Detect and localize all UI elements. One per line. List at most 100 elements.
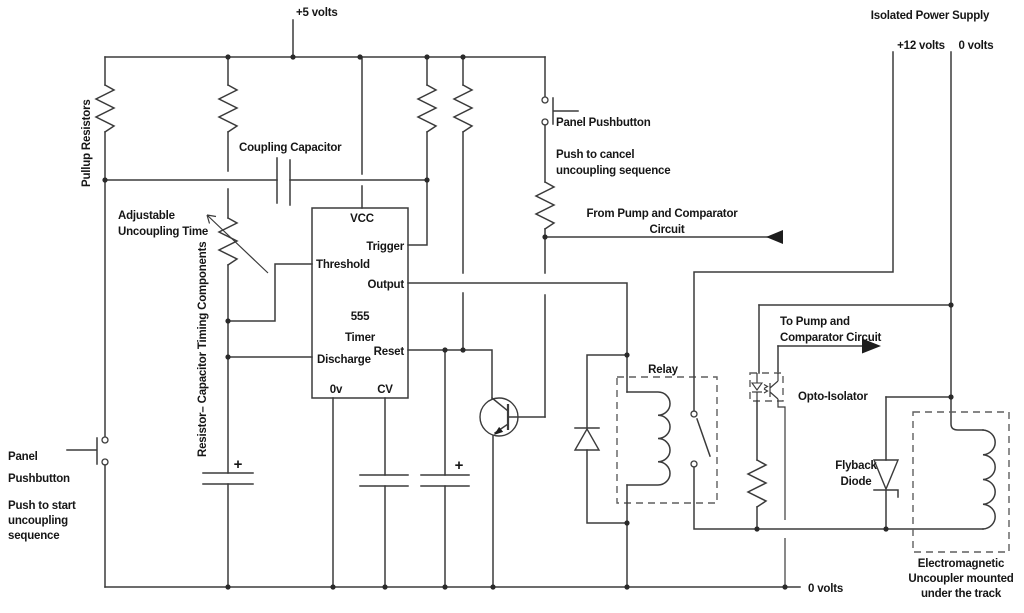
relay-armature	[696, 418, 711, 457]
label-panel-pushbutton-cancel: Panel Pushbutton	[556, 117, 651, 129]
uncoupler-flyback-diode	[872, 396, 900, 530]
plus5v-feed	[104, 19, 546, 58]
trigger-bus	[104, 157, 428, 206]
label-12v: +12 volts	[897, 40, 945, 52]
label-uncoupler-3: under the track	[921, 588, 1002, 600]
opto-light-arrows-icon	[763, 383, 769, 394]
opto-phototransistor-icon	[769, 373, 779, 400]
pushbutton-cancel-contact-top	[541, 96, 549, 104]
label-start-1: Push to start	[8, 500, 76, 512]
opto-led-icon	[750, 382, 764, 391]
pin-discharge-label: Discharge	[317, 354, 371, 366]
uncoupler-outline	[912, 411, 1010, 553]
label-cancel-2: uncoupling sequence	[556, 165, 670, 177]
label-start-3: sequence	[8, 530, 59, 542]
pin-vcc-label: VCC	[350, 213, 374, 225]
relay-contact-no	[690, 460, 698, 468]
opto-outline	[749, 372, 784, 402]
resistor-variable	[217, 216, 239, 267]
reset-capacitor: +	[420, 349, 470, 588]
pushbutton-cancel-actuator	[552, 97, 579, 125]
label-flyback-2: Diode	[841, 476, 872, 488]
cv-capacitor-plates	[359, 474, 409, 487]
reset-pullup	[452, 56, 474, 351]
iso-0v-rail	[950, 51, 984, 431]
output-line	[407, 282, 628, 356]
label-opto-isolator: Opto-Isolator	[798, 391, 868, 403]
relay-flyback-diode	[573, 427, 628, 524]
emitter-arrow-icon	[494, 426, 504, 435]
pin-trigger-label: Trigger	[366, 241, 404, 253]
trigger-pullup	[407, 56, 438, 246]
timing-column: +	[202, 56, 269, 588]
label-adjustable-1: Adjustable	[118, 210, 175, 222]
relay-coil	[626, 391, 671, 486]
resistor-pullup-trigger	[416, 83, 438, 134]
reset-capacitor-polarity: +	[455, 457, 464, 474]
label-from-pump-2: Circuit	[649, 224, 684, 236]
reset-capacitor-plates	[420, 474, 470, 487]
label-to-pump-1: To Pump and	[780, 316, 850, 328]
label-relay: Relay	[648, 364, 678, 376]
transistor-collector	[490, 396, 510, 413]
pin-0v-label: 0v	[330, 384, 343, 396]
label-start-2: uncoupling	[8, 515, 68, 527]
pushbutton-cancel-contact-bottom	[541, 118, 549, 126]
switched-12v-line	[693, 466, 984, 530]
resistor-pullup-1	[94, 83, 116, 134]
resistor-opto-led	[746, 458, 768, 509]
timer-name-1: 555	[351, 311, 370, 323]
label-panel-start-2: Pushbutton	[8, 473, 70, 485]
opto-emitter-wire	[777, 399, 786, 587]
label-to-pump-2: Comparator Circuit	[780, 332, 882, 344]
label-from-pump-1: From Pump and Comparator	[586, 208, 738, 220]
transistor-npn	[479, 396, 546, 588]
trigger-pin-wire	[407, 179, 428, 246]
relay-outline	[616, 376, 718, 504]
plus12v-feed	[693, 51, 894, 412]
diode-triangle	[573, 427, 601, 451]
wire	[586, 449, 628, 524]
pushbutton-start-actuator	[66, 437, 98, 465]
arrowhead-right-icon	[862, 338, 881, 354]
label-5v: +5 volts	[296, 7, 338, 19]
pin-threshold-label: Threshold	[316, 259, 370, 271]
timer-555: VCC Trigger Threshold Output 555 Timer R…	[311, 207, 409, 399]
timing-capacitor-polarity: +	[234, 456, 243, 473]
label-coupling-capacitor: Coupling Capacitor	[239, 142, 342, 154]
resistor-timing-fixed	[217, 83, 239, 134]
diode-triangle	[872, 459, 900, 491]
relay-diode-branch	[586, 354, 628, 429]
resistor-pullup-reset	[452, 83, 474, 134]
label-pullup-resistors: Pullup Resistors	[81, 99, 93, 187]
arrowhead-left-icon	[766, 230, 783, 244]
electromagnetic-uncoupler	[912, 411, 1010, 553]
label-adjustable-2: Uncoupling Time	[118, 226, 208, 238]
label-flyback-1: Flyback	[835, 460, 877, 472]
label-isolated-power-supply: Isolated Power Supply	[871, 10, 990, 22]
opto-isolator	[746, 304, 952, 587]
relay	[616, 376, 718, 588]
timer-555-body	[311, 207, 409, 399]
label-uncoupler-2: Uncoupler mounted	[908, 573, 1013, 585]
reset-line	[407, 349, 493, 399]
variable-resistor-arrow	[206, 214, 269, 274]
timing-capacitor	[202, 472, 254, 485]
label-ground: 0 volts	[808, 583, 843, 595]
pushbutton-start-contact-top	[101, 436, 109, 444]
pin-output-label: Output	[368, 279, 405, 291]
label-panel-start-1: Panel	[8, 451, 38, 463]
resistor-base	[534, 180, 556, 231]
coupling-capacitor	[276, 157, 291, 206]
pushbutton-start-contact-bottom	[101, 458, 109, 466]
junction-dots	[102, 54, 954, 590]
pin-reset-label: Reset	[374, 346, 405, 358]
relay-contact-common	[690, 410, 698, 418]
label-rc-timing: Resistor– Capacitor Timing Components	[197, 242, 209, 457]
threshold-branch	[227, 263, 313, 322]
cv-capacitor	[359, 397, 409, 588]
isolated-supply-rails	[885, 51, 984, 431]
from-pump-line	[544, 230, 783, 244]
uncoupler-coil	[982, 429, 996, 530]
